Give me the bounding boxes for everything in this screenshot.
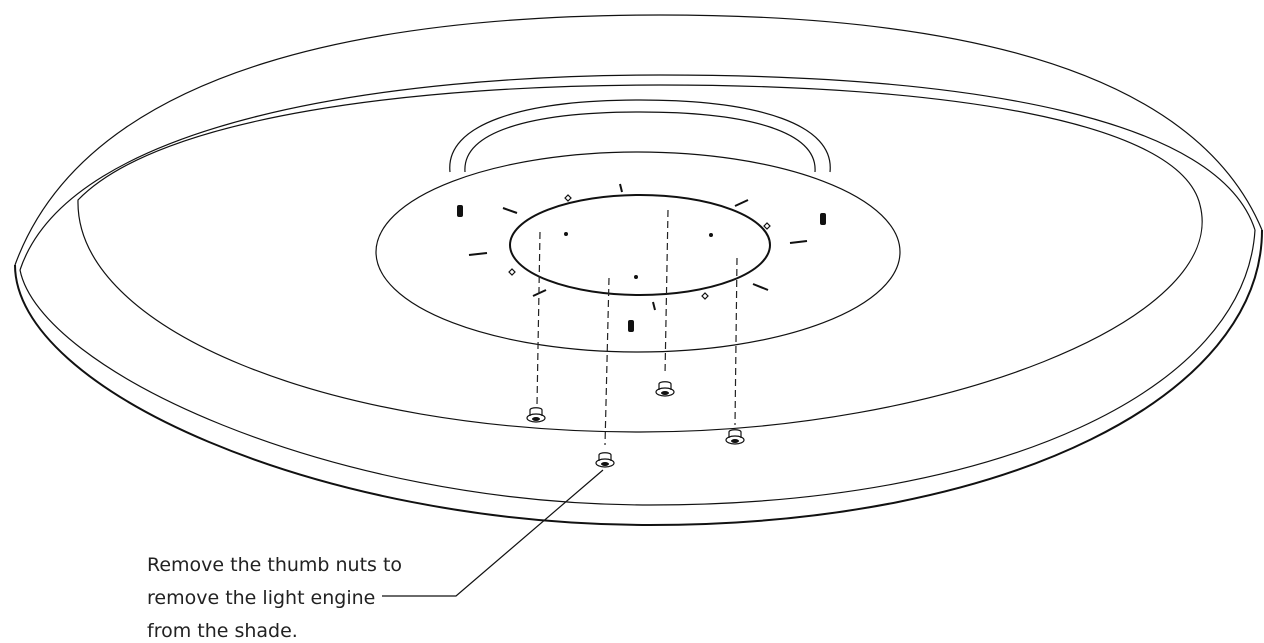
callout-line-2: remove the light engine (147, 587, 375, 609)
thumb-nut-2 (595, 452, 615, 468)
callout-line-3: from the shade. (147, 620, 298, 642)
shade-inner (77, 84, 1203, 433)
callout-leader (382, 469, 604, 597)
plate-markings (457, 183, 826, 332)
canopy-cylinder (449, 99, 831, 173)
light-engine-plate (375, 151, 901, 353)
callout-line-1: Remove the thumb nuts to (147, 554, 402, 576)
thumb-nut-3 (655, 381, 675, 397)
thumb-nut-4 (725, 429, 745, 445)
callout-text: Remove the thumb nuts to remove the ligh… (147, 554, 402, 642)
shade-outer (14, 14, 1263, 527)
thumb-nut-1 (526, 407, 546, 423)
alignment-lines (536, 209, 738, 446)
